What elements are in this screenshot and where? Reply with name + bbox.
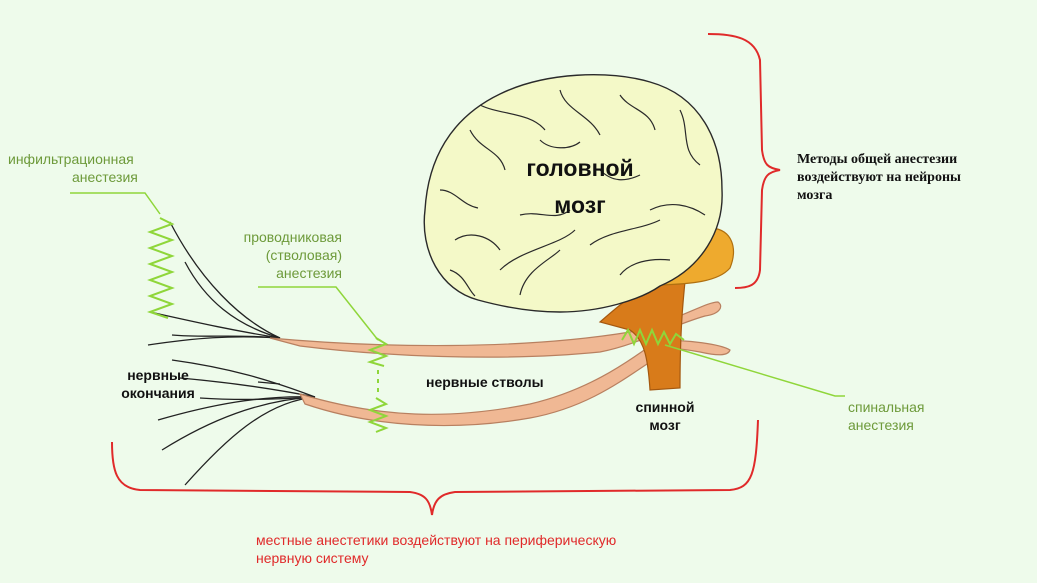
conduction-label-line2: (стволовая) [265,247,342,264]
infiltration-anesthesia-label: инфильтрационная анестезия [8,150,138,186]
nerve-endings-fibers [147,221,316,486]
brain-label-line2: мозг [554,191,606,218]
infiltration-label-line1: инфильтрационная [8,151,134,167]
conduction-zigzag-lower [367,397,389,433]
anesthesia-zigzags [146,217,685,433]
spinal-zigzag [621,327,685,347]
local-note-line1: местные анестетики воздействуют на периф… [256,532,617,548]
spinal-anesthesia-line1: спинальная [848,399,925,415]
brain-label: головной мозг [500,150,660,224]
infiltration-label-line2: анестезия [72,169,138,186]
spinal-cord-label: спинной мозг [620,398,710,434]
conduction-label-line3: анестезия [276,265,342,282]
spinal-cord-line2: мозг [649,417,681,434]
general-note-line1: Методы общей анестезии [797,152,958,167]
spinal-cord-line1: спинной [635,399,695,415]
conduction-anesthesia-label: проводниковая (стволовая) анестезия [224,228,342,283]
local-anesthesia-bracket [111,419,759,516]
red-brackets [111,33,781,516]
conduction-zigzag-upper [366,337,389,367]
general-anesthesia-note: Методы общей анестезии воздействуют на н… [797,151,961,206]
brain-hemisphere [423,74,723,313]
local-anesthetics-note: местные анестетики воздействуют на периф… [256,531,616,567]
conduction-leader [258,286,379,341]
annotation-leaders [70,192,845,397]
nerve-endings-label: нервные окончания [108,366,208,402]
conduction-label-line1: проводниковая [243,229,342,245]
general-note-line3: мозга [797,188,833,204]
spinal-anesthesia-line2: анестезия [848,417,914,434]
upper-nerve-trunk [269,301,722,358]
conduction-dots [377,370,379,392]
infiltration-zigzag [146,217,175,319]
brain-label-line1: головной [526,155,634,181]
brain-gyri [439,89,706,297]
general-anesthesia-bracket [707,33,781,289]
nerve-endings-line2: окончания [121,385,195,402]
general-note-line2: воздействуют на нейроны [797,170,961,186]
nerve-endings-line1: нервные [127,367,189,383]
spinal-anesthesia-label: спинальная анестезия [848,398,924,434]
spinal-anesthesia-leader [664,344,845,397]
infiltration-leader [70,192,161,215]
nerve-trunks-label: нервные стволы [426,374,544,390]
local-note-line2: нервную систему [256,550,369,567]
